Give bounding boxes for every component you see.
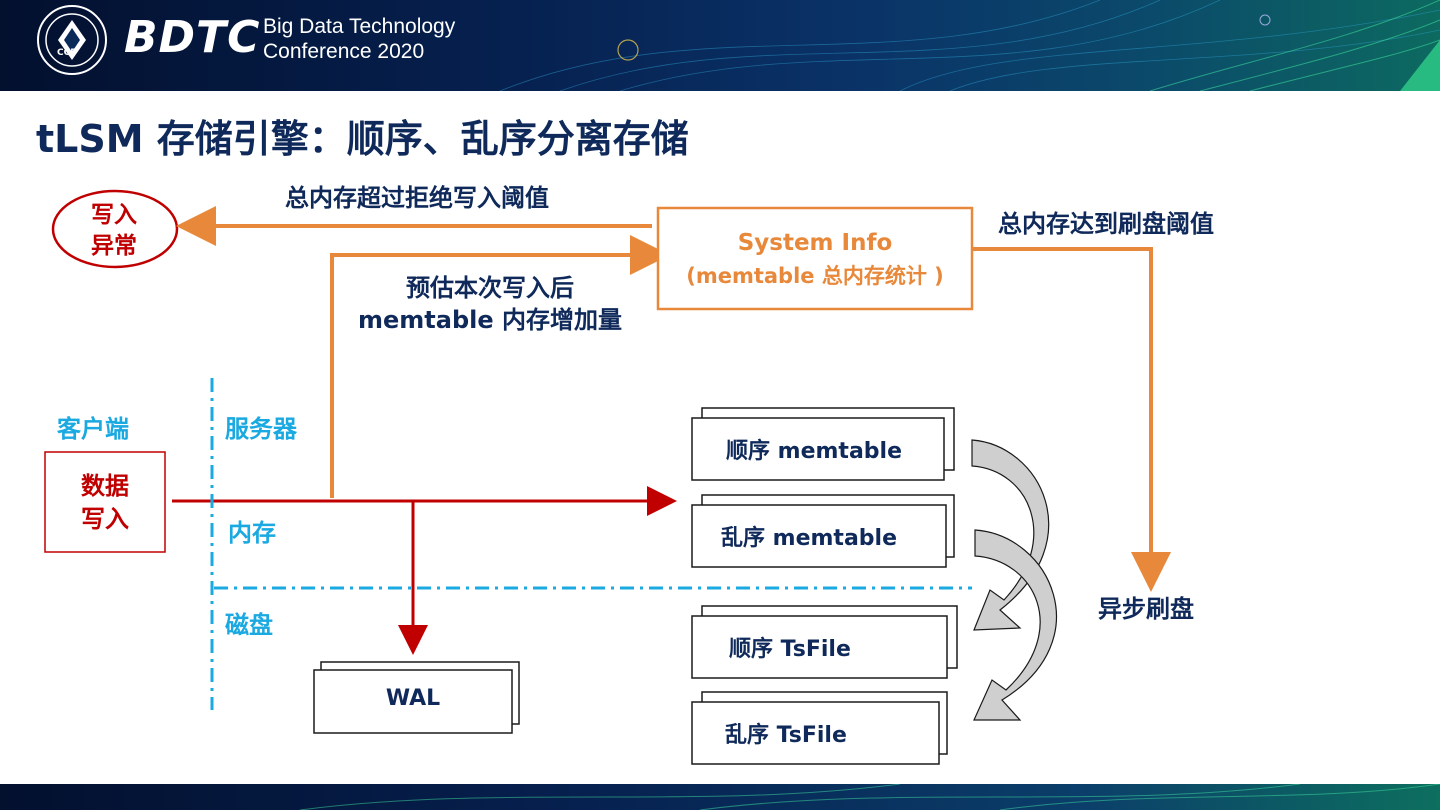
wal-label: WAL [385, 686, 441, 711]
flush-threshold-label: 总内存达到刷盘阈值 [998, 210, 1214, 238]
ccf-logo [37, 5, 107, 75]
brand-name: BDTC [124, 12, 261, 63]
logo-text: CCF [57, 48, 77, 58]
seq-memtable-box [691, 417, 945, 481]
page-title: tLSM 存储引擎：顺序、乱序分离存储 [36, 117, 689, 161]
seq-memtable-label: 顺序 memtable [726, 439, 903, 464]
footer-decoration [299, 784, 1440, 810]
memory-label: 内存 [228, 519, 276, 547]
unseq-memtable-box [691, 504, 947, 568]
unseq-memtable-label: 乱序 memtable [721, 526, 898, 551]
estimate-line2: memtable 内存增加量 [358, 306, 622, 334]
system-info-sub: (memtable 总内存统计 ) [686, 264, 944, 288]
disk-label: 磁盘 [225, 611, 273, 639]
flush-arrow [972, 247, 1171, 592]
seq-tsfile-label: 顺序 TsFile [729, 637, 851, 662]
header-decoration [499, 0, 1440, 91]
reject-threshold-label: 总内存超过拒绝写入阈值 [285, 184, 549, 212]
footer-banner [0, 784, 1440, 810]
data-write-label: 数据 写入 [81, 472, 129, 533]
server-label: 服务器 [225, 415, 297, 443]
async-flush-label: 异步刷盘 [1098, 595, 1194, 623]
data-write-box [44, 451, 166, 553]
unseq-tsfile-box [691, 701, 940, 765]
header-banner: CCF BDTC Big Data Technology Conference … [0, 0, 1440, 91]
brand-line2: Conference 2020 [263, 40, 425, 63]
client-label: 客户端 [57, 415, 129, 443]
write-error-label: 写入 异常 [91, 202, 137, 259]
system-info-title: System Info [737, 230, 893, 256]
estimate-arrow [330, 235, 670, 498]
unseq-flush-curve [973, 529, 1058, 721]
system-info-box [656, 206, 974, 311]
brand-line1: Big Data Technology [263, 15, 456, 38]
seq-tsfile-box [691, 615, 948, 679]
unseq-tsfile-label: 乱序 TsFile [725, 723, 847, 748]
wal-box [313, 669, 513, 734]
estimate-line1: 预估本次写入后 [406, 274, 574, 302]
seq-flush-curve [971, 439, 1050, 631]
